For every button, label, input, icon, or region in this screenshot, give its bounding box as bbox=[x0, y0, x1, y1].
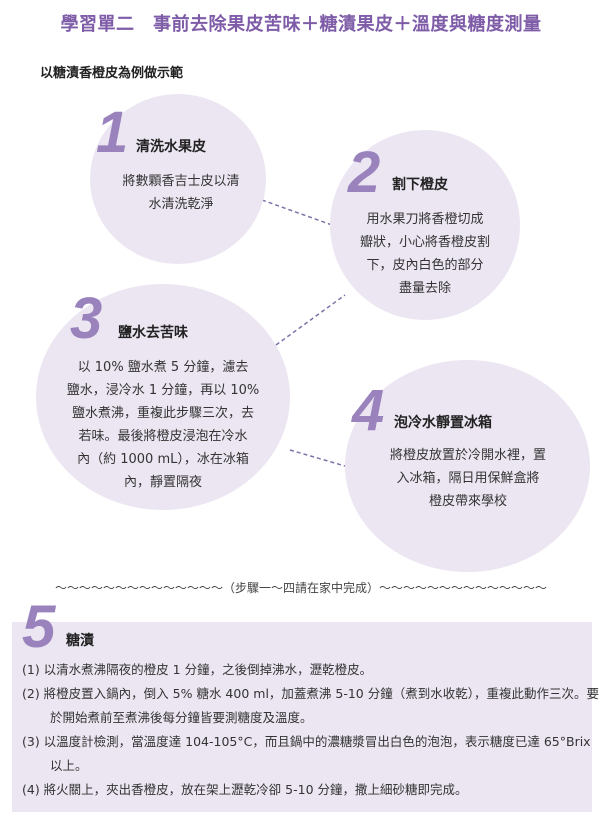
step-2-circle bbox=[330, 130, 520, 320]
connector-3-4 bbox=[289, 449, 346, 467]
line: 水清洗乾淨 bbox=[148, 197, 214, 212]
list-item: (4) 將火關上，夾出香橙皮，放在架上瀝乾冷卻 5-10 分鐘，撒上細砂糖即完成… bbox=[22, 782, 468, 797]
line: 瓣狀，小心將香橙皮割 bbox=[359, 235, 490, 250]
step-5-title: 糖漬 bbox=[66, 633, 94, 649]
step-5-list: (1) 以清水煮沸隔夜的橙皮 1 分鐘，之後倒掉沸水，瀝乾橙皮。 (2) 將橙皮… bbox=[22, 658, 600, 802]
line: 以 10% 鹽水煮 5 分鐘，濾去 bbox=[77, 360, 249, 375]
line: 將橙皮放置於冷開水裡，置 bbox=[389, 448, 546, 463]
line: 橙皮帶來學校 bbox=[428, 494, 507, 509]
line: 用水果刀將香橙切成 bbox=[366, 212, 484, 227]
step-1-circle bbox=[90, 94, 266, 264]
step-1-title: 清洗水果皮 bbox=[136, 139, 206, 155]
line: 內（約 1000 mL），冰在冰箱 bbox=[77, 452, 249, 467]
line: 鹽水煮沸，重複此步驟三次，去 bbox=[71, 406, 254, 421]
step-5-box bbox=[12, 622, 592, 812]
connector-2-3 bbox=[275, 294, 346, 346]
step-3-title: 鹽水去苦味 bbox=[118, 325, 188, 341]
step-3-circle bbox=[36, 284, 290, 510]
line: 盡量去除 bbox=[398, 281, 451, 296]
page-title: 學習單二 事前去除果皮苦味＋糖漬果皮＋溫度與糖度測量 bbox=[60, 14, 542, 35]
line: 內，靜置隔夜 bbox=[123, 475, 202, 490]
subtitle: 以糖漬香橙皮為例做示範 bbox=[40, 66, 184, 81]
list-item: (2) 將橙皮置入鍋內，倒入 5% 糖水 400 ml，加蓋煮沸 5-10 分鐘… bbox=[22, 686, 599, 725]
line: 若味。最後將橙皮浸泡在冷水 bbox=[78, 429, 248, 444]
line: 入冰箱，隔日用保鮮盒將 bbox=[396, 471, 540, 486]
connector-1-2 bbox=[261, 199, 333, 226]
home-steps-separator: ～～～～～～～～～～～～～～（步驟一～四請在家中完成）～～～～～～～～～～～～～… bbox=[54, 581, 547, 595]
step-1-body: 將數顆香吉士皮以清水清洗乾淨 bbox=[96, 170, 266, 216]
step-2-body: 用水果刀將香橙切成瓣狀，小心將香橙皮割下，皮內白色的部分盡量去除 bbox=[334, 208, 516, 300]
step-5-number: 5 bbox=[22, 593, 56, 660]
step-4-title: 泡冷水靜置冰箱 bbox=[394, 415, 492, 431]
step-4-body: 將橙皮放置於冷開水裡，置入冰箱，隔日用保鮮盒將橙皮帶來學校 bbox=[350, 444, 586, 513]
connector-lines bbox=[261, 199, 346, 467]
step-2-title: 割下橙皮 bbox=[392, 177, 448, 193]
list-item: (1) 以清水煮沸隔夜的橙皮 1 分鐘，之後倒掉沸水，瀝乾橙皮。 bbox=[22, 662, 373, 677]
step-4-circle bbox=[345, 360, 590, 572]
line: 鹽水，浸冷水 1 分鐘，再以 10% bbox=[66, 383, 260, 398]
line: 將數顆香吉士皮以清 bbox=[122, 174, 240, 189]
line: 下，皮內白色的部分 bbox=[366, 258, 484, 273]
step-2-number: 2 bbox=[348, 140, 381, 205]
step-4-number: 4 bbox=[352, 378, 385, 443]
list-item: (3) 以溫度計檢測，當溫度達 104-105°C，而且鍋中的濃糖漿冒出白色的泡… bbox=[22, 734, 591, 773]
step-1-number: 1 bbox=[96, 100, 129, 165]
step-3-body: 以 10% 鹽水煮 5 分鐘，濾去鹽水，浸冷水 1 分鐘，再以 10% 鹽水煮沸，… bbox=[40, 356, 286, 494]
step-3-number: 3 bbox=[70, 286, 103, 351]
